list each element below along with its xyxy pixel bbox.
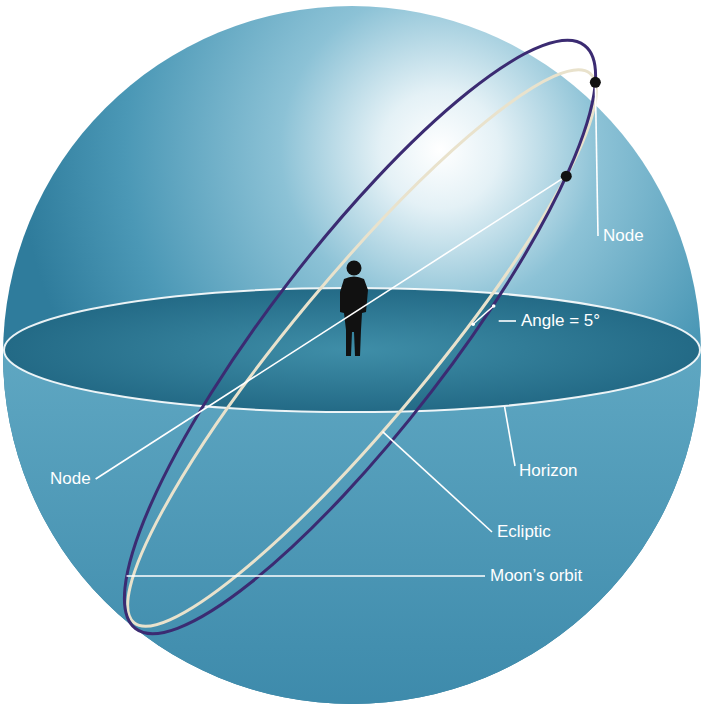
angle-arc [473,306,494,324]
horizon-leader [505,407,515,466]
moon-orbit-label: Moon’s orbit [490,566,582,586]
moon-orbit-leader [127,575,485,577]
node-leader [595,82,598,236]
ecliptic-leader [383,432,492,532]
angle-arc-end [471,323,475,327]
ecliptic-ellipse [80,29,644,668]
angle-leader [499,320,516,322]
node-dot [561,171,572,182]
horizon-label: Horizon [519,461,578,481]
node-leader [96,176,567,479]
observer-silhouette [340,261,368,357]
node-label: Node [603,226,644,246]
ecliptic-label: Ecliptic [497,522,551,542]
angle-arc-end [492,304,496,308]
node-dot [590,77,601,88]
moon-orbit-ellipse [64,0,656,683]
node-label: Node [50,469,91,489]
angle-label: Angle = 5° [521,311,600,331]
